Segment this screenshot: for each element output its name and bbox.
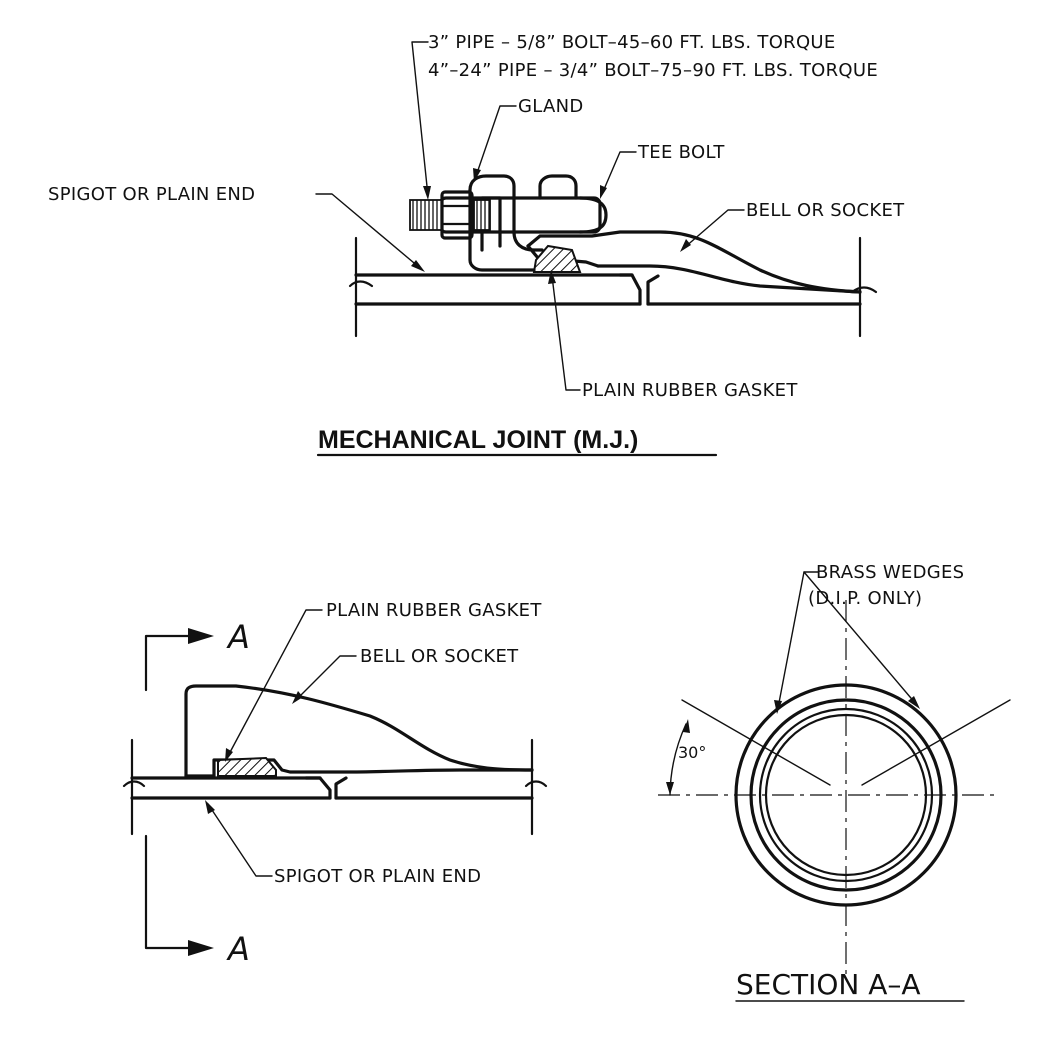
push-leaders — [205, 609, 357, 877]
section-wedges-label-1: BRASS WEDGES — [816, 562, 964, 583]
mj-gasket-label: PLAIN RUBBER GASKET — [582, 380, 798, 401]
section-a-a-detail: 30° BRASS WEDGES (D.I.P. ONLY) SECTION A… — [658, 562, 1011, 1002]
section-title: SECTION A–A — [736, 968, 921, 1001]
push-on-joint-detail: A A PL — [122, 600, 548, 968]
push-spigot-label: SPIGOT OR PLAIN END — [274, 866, 481, 887]
mj-torque-line-2: 4”–24” PIPE – 3/4” BOLT–75–90 FT. LBS. T… — [428, 60, 878, 81]
section-wedges-label-2: (D.I.P. ONLY) — [808, 588, 922, 609]
push-gasket-label: PLAIN RUBBER GASKET — [326, 600, 542, 621]
section-marker-bottom: A — [226, 930, 250, 968]
section-cut-markers: A A — [144, 618, 250, 968]
mj-spigot-label: SPIGOT OR PLAIN END — [48, 184, 255, 205]
mechanical-joint-detail: 3” PIPE – 5/8” BOLT–45–60 FT. LBS. TORQU… — [48, 32, 905, 457]
push-bell — [184, 684, 534, 778]
mj-bolt-threads — [409, 199, 443, 231]
mj-bell-label: BELL OR SOCKET — [746, 200, 905, 221]
section-spigot-inner-circle — [764, 713, 928, 877]
mj-nut — [409, 190, 491, 240]
mj-tee-bolt-label: TEE BOLT — [637, 142, 725, 163]
section-wedge-line-left — [681, 699, 831, 786]
mj-leaders — [315, 41, 745, 391]
mj-bell — [526, 230, 862, 294]
mj-torque-line-1: 3” PIPE – 5/8” BOLT–45–60 FT. LBS. TORQU… — [428, 32, 836, 53]
push-bell-label: BELL OR SOCKET — [360, 646, 519, 667]
section-spigot-outer-circle — [758, 707, 934, 883]
section-outer-circle — [734, 683, 958, 907]
section-angle-dimension: 30° — [666, 719, 706, 796]
push-rubber-gasket — [217, 756, 277, 777]
push-pipe — [122, 738, 548, 836]
section-marker-top: A — [226, 618, 250, 656]
mj-title: MECHANICAL JOINT (M.J.) — [318, 426, 638, 454]
section-angle-label: 30° — [678, 743, 706, 762]
section-leaders — [774, 571, 920, 714]
section-bell-circle — [749, 698, 943, 892]
mj-gland-label: GLAND — [518, 96, 584, 117]
section-wedge-line-right — [861, 699, 1011, 786]
mj-pipe — [348, 236, 878, 338]
